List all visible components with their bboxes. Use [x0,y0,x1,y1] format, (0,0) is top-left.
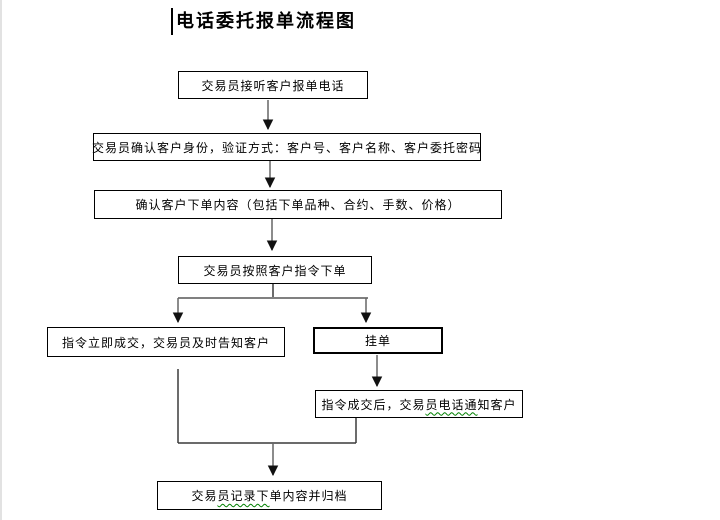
flow-node-label: 确认客户下单内容（包括下单品种、合约、手数、价格） [135,198,461,212]
label-segment: 交易 [191,489,218,503]
window-edge [0,0,2,520]
page-title: 电话委托报单流程图 [176,11,356,31]
label-segment: 指令成交后，交易 [321,397,426,412]
flow-node-place-order: 交易员按照客户指令下单 [178,256,372,284]
flow-node-label: 指令成交后，交易员电话通知客户 [321,396,516,413]
flow-node-filled-phone-notify: 指令成交后，交易员电话通知客户 [315,390,523,418]
flow-node-answer-call: 交易员接听客户报单电话 [178,71,368,99]
label-segment: 知客户 [477,397,517,412]
flow-node-label: 挂单 [364,334,391,348]
flow-node-label: 交易员记录下单内容并归档 [191,487,347,504]
label-segment: 单内容并归档 [269,489,348,503]
flow-node-label: 交易员确认客户身份，验证方式：客户号、客户名称、客户委托密码 [92,140,483,155]
flow-node-label: 交易员按照客户指令下单 [203,263,347,278]
flow-node-pending-order: 挂单 [313,327,443,354]
flow-node-immediate-fill-notify: 指令立即成交，交易员及时告知客户 [47,327,285,357]
flow-node-label: 指令立即成交，交易员及时告知客户 [61,335,270,350]
flow-node-label: 交易员接听客户报单电话 [201,78,345,93]
flow-node-confirm-order-content: 确认客户下单内容（包括下单品种、合约、手数、价格） [94,190,502,219]
document-title-row: 电话委托报单流程图 [171,8,356,35]
grammar-squiggle-segment: 员电话通 [425,397,478,412]
text-cursor-caret [171,8,173,35]
flow-node-record-archive: 交易员记录下单内容并归档 [157,481,382,510]
flow-node-verify-identity: 交易员确认客户身份，验证方式：客户号、客户名称、客户委托密码 [92,133,483,161]
grammar-squiggle-segment: 员记录下 [217,489,270,503]
